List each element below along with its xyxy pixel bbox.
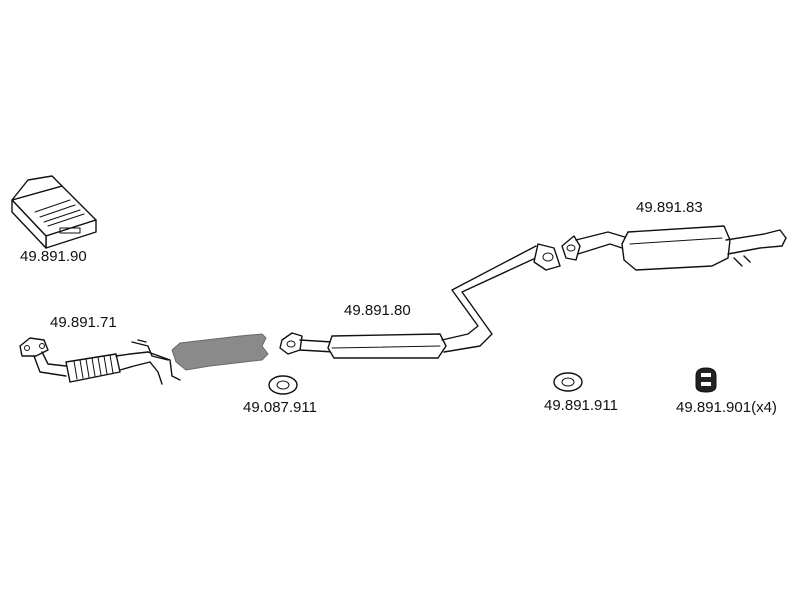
center-silencer-label: 49.891.80 — [344, 302, 411, 319]
rear-silencer-icon — [561, 225, 787, 271]
rear-gasket[interactable]: 49.891.911 — [544, 372, 618, 414]
mounting-kit-box-icon — [11, 175, 97, 249]
rear-gasket-label: 49.891.911 — [544, 397, 618, 414]
front-gasket-label: 49.087.911 — [243, 399, 317, 416]
rubber-mount-label: 49.891.901(x4) — [676, 399, 777, 416]
center-silencer[interactable]: 49.891.80 — [279, 243, 561, 359]
gasket-icon — [268, 375, 298, 395]
rear-silencer[interactable]: 49.891.83 — [561, 199, 787, 271]
mounting-kit-label: 49.891.90 — [20, 248, 87, 265]
catalyst[interactable] — [171, 333, 269, 371]
rubber-mount-icon — [695, 367, 717, 393]
front-gasket[interactable]: 49.087.911 — [243, 375, 317, 416]
catalytic-converter-icon — [171, 333, 269, 371]
rubber-mount[interactable]: 49.891.901(x4) — [676, 367, 777, 416]
front-pipe-label: 49.891.71 — [50, 314, 117, 331]
front-pipe-flex-icon — [19, 337, 181, 385]
front-pipe[interactable]: 49.891.71 — [19, 314, 181, 385]
rear-silencer-label: 49.891.83 — [636, 199, 703, 216]
gasket-icon — [553, 372, 583, 392]
center-silencer-pipe-icon — [279, 243, 561, 359]
mounting-kit[interactable]: 49.891.90 — [11, 175, 97, 265]
